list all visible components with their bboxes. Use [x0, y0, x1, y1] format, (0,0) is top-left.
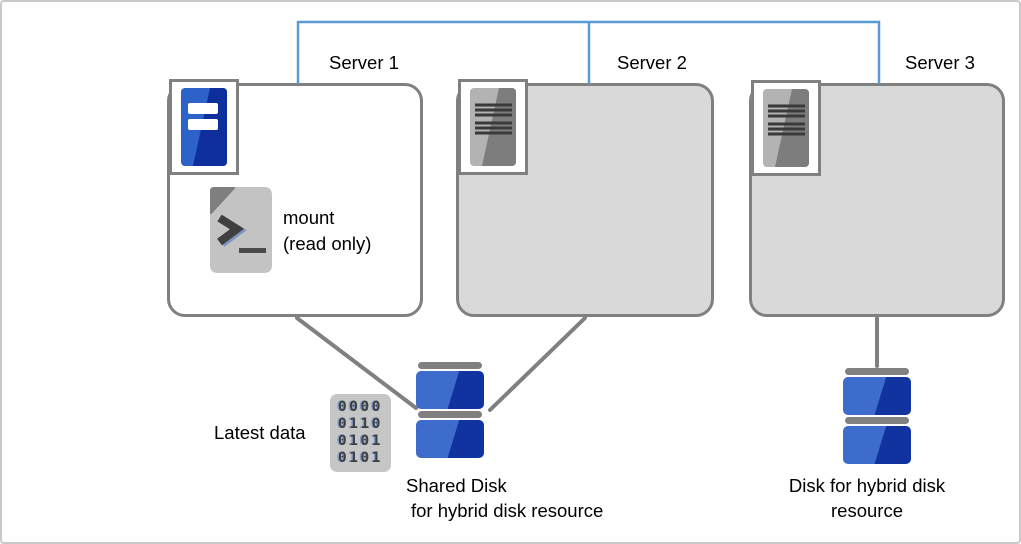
server2-label: Server 2 — [617, 52, 687, 73]
gray-tower-server-icon — [763, 89, 809, 167]
disk-cap — [418, 411, 482, 418]
server1-icon-frame — [169, 79, 239, 175]
binary-row: 0110 — [338, 416, 383, 432]
mount-note-line1: mount — [283, 207, 335, 228]
disk-segment — [843, 426, 911, 464]
binary-row: 0000 — [338, 399, 383, 415]
disk-segment — [416, 371, 484, 409]
server3-label: Server 3 — [905, 52, 975, 73]
binary-row: 0101 — [338, 450, 383, 466]
disk-segment — [843, 377, 911, 415]
latest-data-label: Latest data — [214, 422, 306, 443]
binary-data-icon: 0000 0110 0101 0101 — [330, 394, 391, 472]
server2-shared-disk-line — [488, 316, 587, 412]
disk-cap — [418, 362, 482, 369]
shared-disk-caption: Shared Disk for hybrid disk resource — [406, 473, 603, 523]
folded-corner — [210, 187, 235, 214]
hybrid-disk-caption: Disk for hybrid disk resource — [764, 473, 970, 523]
server2-icon-frame — [458, 79, 528, 175]
mount-note-text: mount (read only) — [283, 205, 371, 257]
gray-tower-server-icon — [470, 88, 516, 166]
server1-label: Server 1 — [329, 52, 399, 73]
blue-tower-server-icon — [181, 88, 227, 166]
prompt-underscore — [239, 248, 266, 253]
binary-row: 0101 — [338, 433, 383, 449]
prompt-chevron — [217, 214, 245, 246]
disk-cap — [845, 417, 909, 424]
shared-disk-caption-line2: for hybrid disk resource — [411, 500, 604, 521]
hybrid-disk-icon — [843, 368, 911, 466]
shared-disk-icon — [416, 362, 484, 460]
disk-cap — [845, 368, 909, 375]
terminal-script-file-icon — [208, 186, 274, 276]
server3-icon-frame — [751, 80, 821, 176]
shared-disk-caption-line1: Shared Disk — [406, 475, 507, 496]
hybrid-disk-caption-line1: Disk for hybrid disk — [788, 475, 946, 496]
disk-segment — [416, 420, 484, 458]
hybrid-disk-caption-line2: resource — [831, 500, 903, 521]
mount-note-line2: (read only) — [283, 233, 372, 254]
